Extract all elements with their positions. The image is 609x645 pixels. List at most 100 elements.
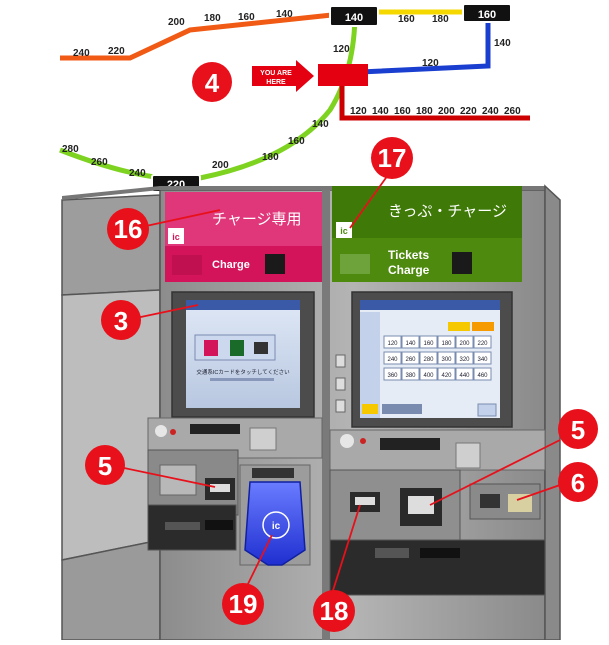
fare-label: 240 <box>129 168 146 179</box>
left-ticket-slot[interactable] <box>205 520 233 530</box>
fare-button-label: 460 <box>477 373 488 379</box>
fare-label: 180 <box>204 13 221 24</box>
left-ic-reader-ring <box>262 511 290 539</box>
fare-button[interactable]: 360 <box>383 367 402 381</box>
right-header-en-1: Tickets <box>388 248 429 262</box>
callout-number-17: 17 <box>378 143 407 173</box>
fare-button[interactable]: 260 <box>401 351 420 365</box>
right-header-jp: きっぷ・チャージ <box>388 203 507 220</box>
transfer-box-top-left-label: 140 <box>345 12 363 24</box>
fare-button[interactable]: 340 <box>473 351 492 365</box>
callout-circle-17 <box>371 137 413 179</box>
right-side-button-2[interactable] <box>335 377 346 391</box>
right-side-button-1[interactable] <box>335 354 346 368</box>
left-receipt-slot <box>165 522 200 530</box>
right-ic-mark: ic <box>340 226 348 236</box>
right-coin-dish-slot <box>480 494 500 508</box>
callout-circle-5b <box>558 409 598 449</box>
callout-circle-19 <box>222 583 264 625</box>
fare-button-label: 240 <box>387 357 398 363</box>
right-side-button-3[interactable] <box>335 399 346 413</box>
right-machine: きっぷ・チャージ ic Tickets Charge 120 140 160 1… <box>329 186 546 596</box>
callout-circle-4 <box>192 62 232 102</box>
fare-label: 140 <box>276 9 293 20</box>
fare-button-label: 300 <box>441 357 452 363</box>
left-screen-text-line <box>210 378 274 381</box>
right-card-slot-inner <box>408 496 434 514</box>
right-header-top-band <box>332 186 522 238</box>
callout-circle-18 <box>313 590 355 632</box>
left-ic-reader-mark: ic <box>272 521 281 532</box>
fare-button[interactable]: 280 <box>419 351 438 365</box>
callout-line-3 <box>135 304 199 319</box>
machine-divider <box>322 190 330 640</box>
fare-button[interactable]: 220 <box>473 335 492 349</box>
right-screen-tab-yellow[interactable] <box>448 322 470 331</box>
right-indicator-dot <box>360 438 366 444</box>
fare-button-label: 120 <box>387 341 398 347</box>
callout-number-5b: 5 <box>571 415 585 445</box>
callout-circle-16 <box>107 208 149 250</box>
fare-label: 120 <box>333 44 350 55</box>
fare-button-grid: 120 140 160 180 200 220 240 260 280 300 … <box>383 335 492 381</box>
callout-number-6: 6 <box>571 468 585 498</box>
callout-number-19: 19 <box>229 589 258 619</box>
route-map: 140 160 220 YOU ARE HERE 240 220 200 180… <box>59 3 530 193</box>
fare-button[interactable]: 240 <box>383 351 402 365</box>
left-ic-reader-label <box>252 468 294 478</box>
left-keypad[interactable] <box>249 427 277 451</box>
fare-label: 160 <box>398 14 415 25</box>
callout-line-18 <box>329 504 361 601</box>
fare-button-label: 280 <box>423 357 434 363</box>
left-screen-tap-icon <box>230 340 244 356</box>
fare-label: 140 <box>494 38 511 49</box>
fare-label: 280 <box>62 144 79 155</box>
fare-button[interactable]: 200 <box>455 335 474 349</box>
fare-button-label: 220 <box>477 341 488 347</box>
fare-button-label: 260 <box>405 357 416 363</box>
fare-button[interactable]: 460 <box>473 367 492 381</box>
fare-button[interactable]: 180 <box>437 335 456 349</box>
fare-label: 160 <box>394 106 411 117</box>
fare-button[interactable]: 320 <box>455 351 474 365</box>
fare-button[interactable]: 120 <box>383 335 402 349</box>
right-change-slot[interactable] <box>420 548 460 558</box>
right-coin-dish-label <box>508 494 532 512</box>
right-screen-tab-orange[interactable] <box>472 322 494 331</box>
right-keypad[interactable] <box>455 442 481 469</box>
left-screen-reader-icon <box>254 342 268 354</box>
fare-button[interactable]: 400 <box>419 367 438 381</box>
right-ticket-slot-inner <box>355 497 375 505</box>
fare-button-label: 160 <box>423 341 434 347</box>
callout-line-5b <box>429 439 561 506</box>
fare-button[interactable]: 440 <box>455 367 474 381</box>
callout-number-5a: 5 <box>98 451 112 481</box>
kiosk-side-hood <box>61 194 161 296</box>
fare-button-label: 440 <box>459 373 470 379</box>
fare-label: 140 <box>372 106 389 117</box>
left-card-slot-inner <box>210 484 230 492</box>
you-are-here-arrow <box>252 60 314 92</box>
right-screen-bottom-button-yellow[interactable] <box>362 404 378 414</box>
callout-number-16: 16 <box>114 214 143 244</box>
fare-button[interactable]: 160 <box>419 335 438 349</box>
fare-label: 160 <box>238 12 255 23</box>
fare-button[interactable]: 300 <box>437 351 456 365</box>
callout-line-16 <box>145 209 221 227</box>
fare-button[interactable]: 140 <box>401 335 420 349</box>
callout-line-17 <box>349 174 389 229</box>
left-ic-reader-pad[interactable] <box>244 481 306 566</box>
fare-label: 200 <box>212 160 229 171</box>
right-screen-bottom-button-right[interactable] <box>477 403 497 417</box>
left-coin-slot <box>190 424 240 434</box>
right-screen-bottom-button-group[interactable] <box>382 404 422 414</box>
left-speaker-grille <box>172 255 202 275</box>
fare-button[interactable]: 420 <box>437 367 456 381</box>
right-status-light <box>340 434 354 448</box>
fare-label: 240 <box>482 106 499 117</box>
callouts: 3 4 5 5 6 16 17 18 19 <box>85 62 598 632</box>
left-header-en: Charge <box>212 259 250 271</box>
fare-button[interactable]: 380 <box>401 367 420 381</box>
right-screen-sidebar <box>360 312 380 418</box>
